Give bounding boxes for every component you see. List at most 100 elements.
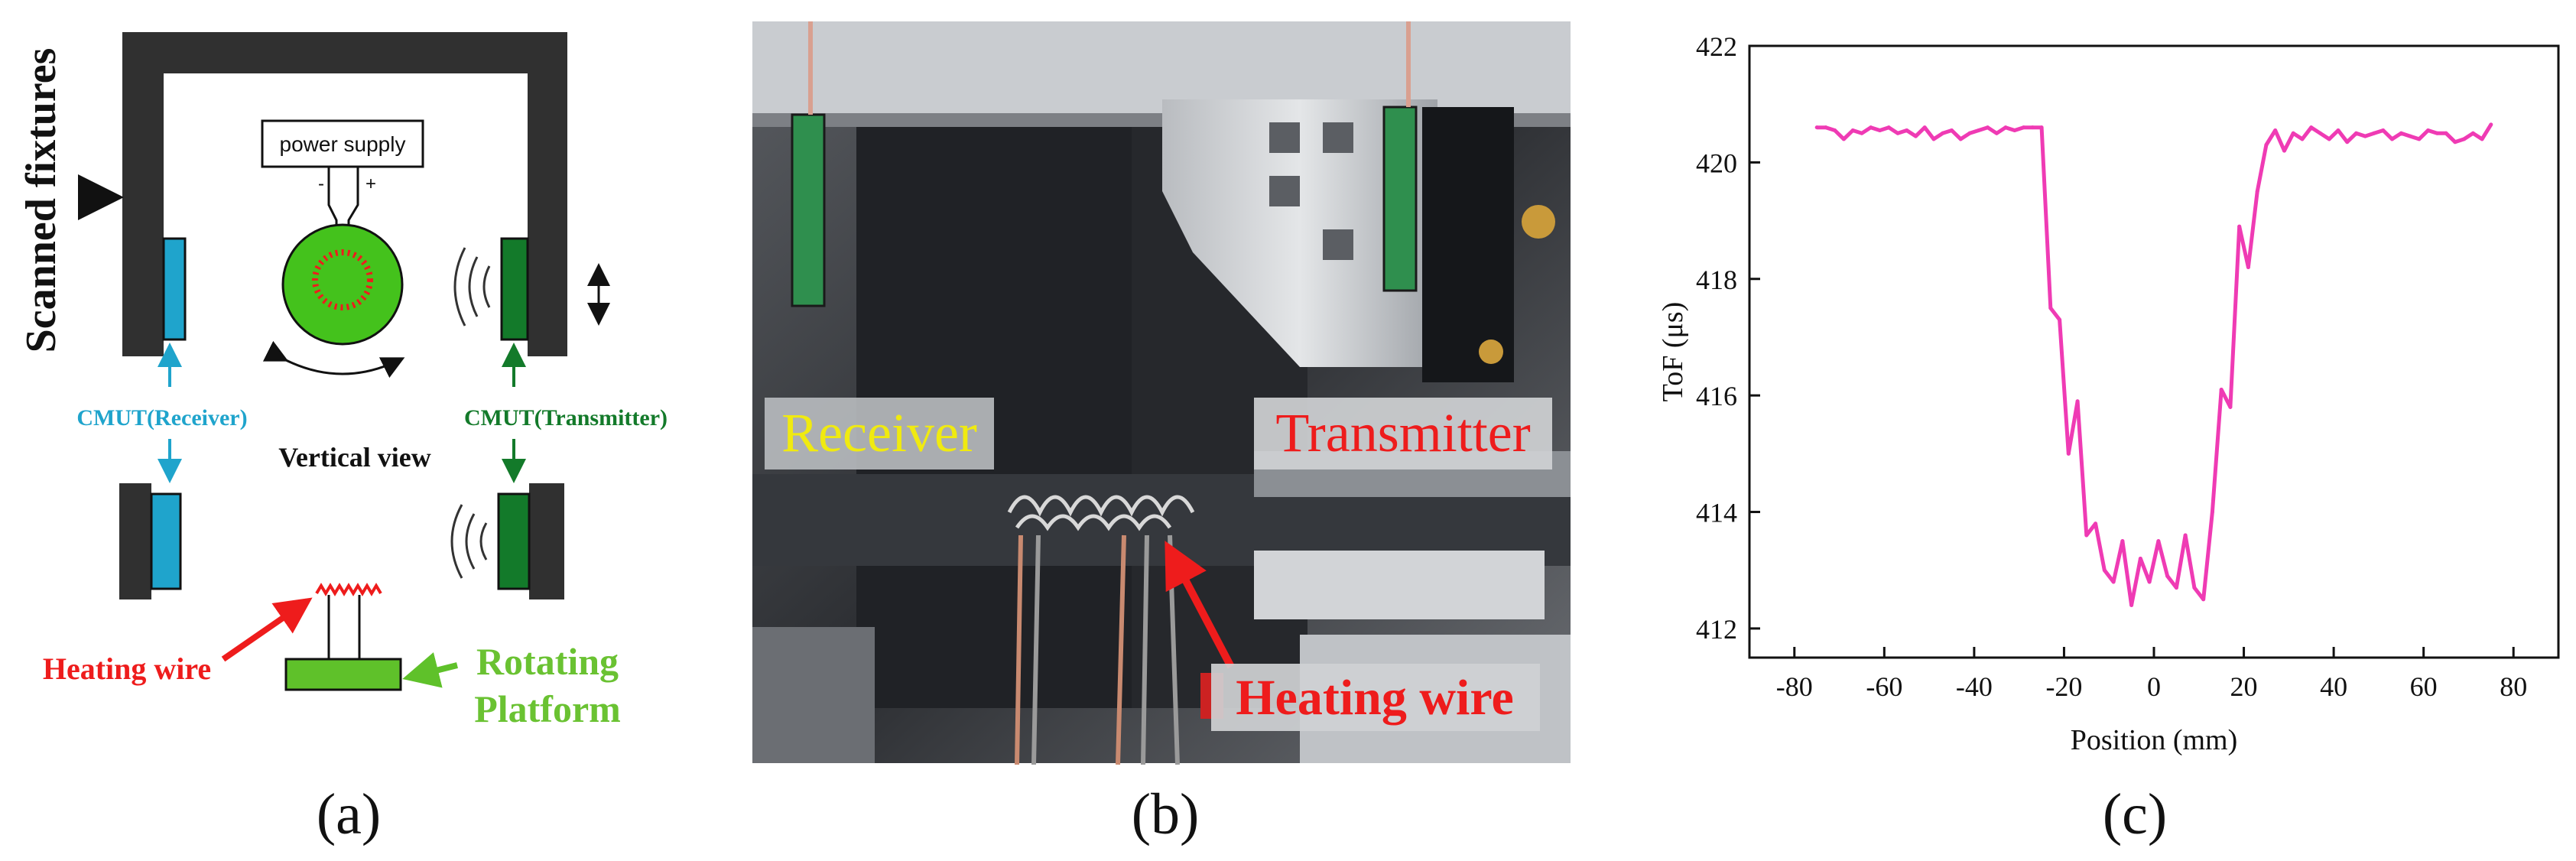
data-point [1994,131,1999,135]
chart-x-axis-label: Position (mm) [2071,724,2238,756]
power-supply-label: power supply [280,132,406,156]
photo-top-rail [752,21,1571,113]
data-point [2120,539,2125,544]
data-point [2309,125,2314,130]
data-point [2435,131,2439,135]
data-point [2291,131,2295,135]
data-point [2228,405,2233,409]
data-point [2444,131,2448,135]
cmut-receiver-top [162,237,187,341]
data-point [2094,521,2098,526]
vertical-view-label: Vertical view [278,442,431,473]
data-point [2417,137,2422,141]
y-tick-label: 414 [1696,498,1737,528]
data-point [2174,586,2178,590]
fixture-frame-top [122,32,567,73]
data-point [2165,573,2170,578]
data-point [2183,533,2188,538]
cmut-transmitter-side [497,492,531,590]
x-tick-label: 60 [2410,671,2438,702]
panel-a-schematic: Scanned fixtures power supply - + CMUT(R… [18,32,668,730]
data-point [2237,224,2242,229]
data-point [1922,125,1927,130]
data-point [2255,189,2259,193]
receiver-mount-side [119,483,151,599]
cmut-receiver-side [150,492,182,590]
x-tick-label: 0 [2147,671,2161,702]
data-point [2003,125,2008,130]
data-point [1869,125,1873,130]
platform-pointer [402,652,458,688]
data-point [2462,137,2467,141]
photo-receiver-board [791,113,826,307]
data-point [2264,143,2269,148]
y-tick-label: 420 [1696,148,1737,178]
photo-transmitter-label: Transmitter [1275,402,1530,463]
data-point [2399,131,2403,135]
x-tick-label: -60 [1866,671,1902,702]
photo-heating-wire-label: Heating wire [1236,670,1514,726]
heating-wire-label: Heating wire [43,651,211,686]
transmitter-mount-side [529,483,564,599]
data-point [1950,128,1954,132]
power-supply-box [261,119,424,168]
data-point [1841,137,1846,141]
polarity-minus: - [318,174,324,194]
chart-y-axis-label: ToF (μs) [1657,302,1689,402]
data-point [2480,137,2484,141]
x-tick-label: 20 [2230,671,2258,702]
panel-label-c: (c) [2103,782,2167,846]
data-point [2039,125,2044,130]
data-point [2111,580,2116,584]
panel-b-photo: Receiver Transmitter Heating wire [752,21,1571,765]
platform-label: Platform [474,687,621,730]
fixture-frame-left [122,32,164,356]
data-point [2129,603,2134,607]
data-point [2363,134,2367,138]
chart-series-line [1817,123,2493,607]
data-point [1986,125,1990,130]
data-point [1905,128,1909,132]
data-point [1941,131,1945,135]
heating-wire-coil [315,583,382,596]
data-point [2470,131,2475,135]
ultrasound-wave-icon-side [450,504,488,579]
photo-aluminum-bracket [1162,99,1437,367]
data-point [2489,122,2493,127]
cmut-receiver-label: CMUT(Receiver) [76,405,247,430]
scanned-fixtures-label: Scanned fixtures [18,48,65,353]
panel-label-b: (b) [1132,782,1200,846]
data-point [1877,128,1882,132]
y-tick-label: 416 [1696,381,1737,411]
data-point [1977,128,1981,132]
data-point [1886,125,1891,130]
panel-label-a: (a) [317,782,381,846]
heating-wire-pointer [221,597,313,662]
data-point [2381,128,2386,132]
data-point [1913,134,1918,138]
data-point [2345,140,2350,145]
data-point [2138,556,2142,560]
data-point [2219,388,2224,392]
data-point [2318,131,2322,135]
fixture-frame-right [528,32,567,356]
heating-wire-label-box [1211,664,1540,731]
ultrasound-wave-icon [453,247,491,327]
rotation-arrow-icon [262,340,405,379]
y-tick-label: 418 [1696,265,1737,295]
x-tick-label: -20 [2045,671,2082,702]
data-point [2058,317,2062,322]
x-tick-label: 80 [2500,671,2527,702]
data-point [2426,128,2431,132]
receiver-label-box [765,398,994,469]
photo-receiver-label: Receiver [781,402,977,463]
data-point [2246,265,2250,270]
data-point [2102,568,2107,573]
data-point [1967,131,1972,135]
data-point [2354,131,2358,135]
y-tick-label: 412 [1696,614,1737,645]
data-point [1814,125,1819,130]
